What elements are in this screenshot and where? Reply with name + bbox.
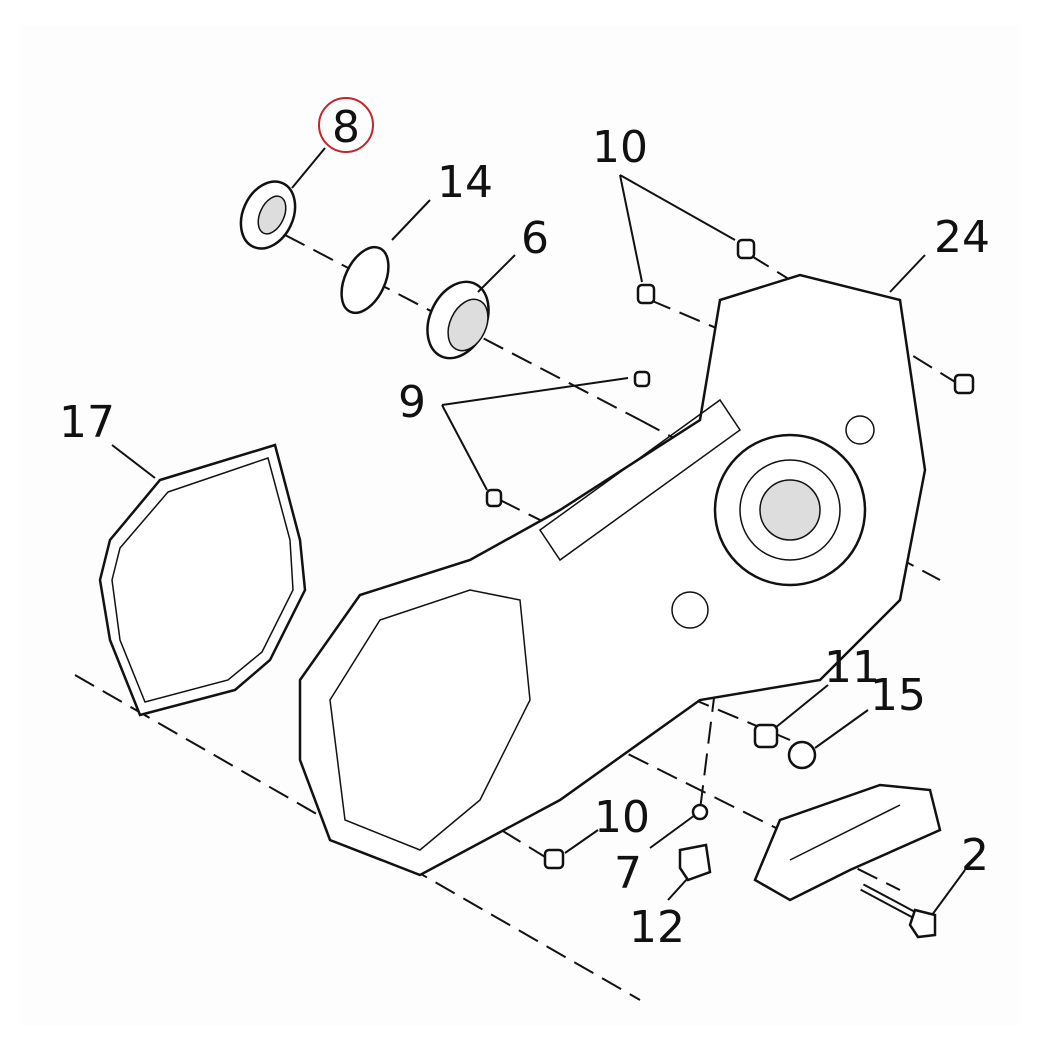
bolt-part-2 xyxy=(860,883,937,939)
primary-cover xyxy=(298,273,927,877)
callout-6[interactable]: 6 xyxy=(521,213,549,264)
seal-part-8 xyxy=(239,180,297,250)
callout-7[interactable]: 7 xyxy=(614,848,642,899)
callout-2[interactable]: 2 xyxy=(961,830,989,881)
washer-part-15 xyxy=(787,740,817,770)
callout-24[interactable]: 24 xyxy=(934,212,990,263)
leader-lines xyxy=(111,147,966,916)
callout-14[interactable]: 14 xyxy=(437,157,493,208)
tensioner-part xyxy=(753,783,942,902)
bearing-part-6 xyxy=(426,280,490,360)
dowel-pins xyxy=(485,238,975,870)
retaining-ring-part-14 xyxy=(340,245,390,315)
callout-10-bottom[interactable]: 10 xyxy=(594,792,650,843)
callout-10-top[interactable]: 10 xyxy=(592,122,648,173)
callout-12[interactable]: 12 xyxy=(629,902,685,953)
plug-part-12 xyxy=(678,843,712,882)
oring-part-7 xyxy=(691,803,709,821)
callout-8[interactable]: 8 xyxy=(332,102,360,153)
callout-15[interactable]: 15 xyxy=(870,670,926,721)
highlight-circle-8 xyxy=(318,97,374,153)
callout-9[interactable]: 9 xyxy=(398,377,426,428)
gasket-part-17 xyxy=(98,443,307,717)
callout-11[interactable]: 11 xyxy=(824,642,880,693)
callout-17[interactable]: 17 xyxy=(59,397,115,448)
